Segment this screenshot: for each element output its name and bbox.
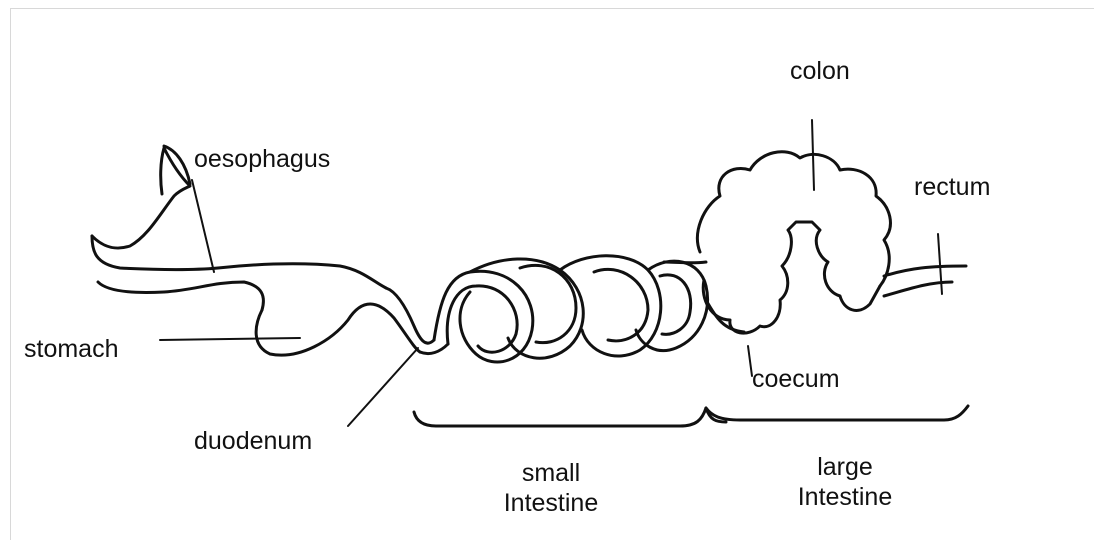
colon-outline: [697, 152, 890, 286]
rectum-leader: [938, 234, 942, 294]
rectum-label: rectum: [914, 172, 990, 202]
animal-ear: [164, 146, 190, 184]
duodenum-label: duodenum: [194, 426, 312, 456]
large-intestine-label: large Intestine: [780, 452, 910, 512]
colon-label: colon: [790, 56, 850, 86]
oesophagus-leader: [192, 180, 214, 272]
large-intestine-label-line2: Intestine: [780, 482, 910, 512]
small-intestine-label-line2: Intestine: [486, 488, 616, 518]
ventral-outline: [98, 282, 263, 310]
rectum-outline: [884, 266, 966, 296]
large-intestine-brace: [706, 406, 968, 420]
coecum-label: coecum: [752, 364, 840, 394]
animal-head-outline: [92, 148, 190, 248]
colon-leader: [812, 120, 814, 190]
stomach-leader: [160, 338, 300, 340]
small-intestine-brace: [414, 408, 726, 426]
stomach-outline: [256, 304, 420, 355]
stomach-label: stomach: [24, 334, 118, 364]
coecum-lower-outline: [706, 300, 744, 332]
colon-inner-outline: [703, 222, 880, 333]
duodenum-leader: [348, 348, 418, 426]
small-intestine-coils: [420, 256, 708, 362]
large-intestine-label-line1: large: [780, 452, 910, 482]
small-intestine-label: small Intestine: [486, 458, 616, 518]
small-intestine-label-line1: small: [486, 458, 616, 488]
oesophagus-label: oesophagus: [194, 144, 330, 174]
